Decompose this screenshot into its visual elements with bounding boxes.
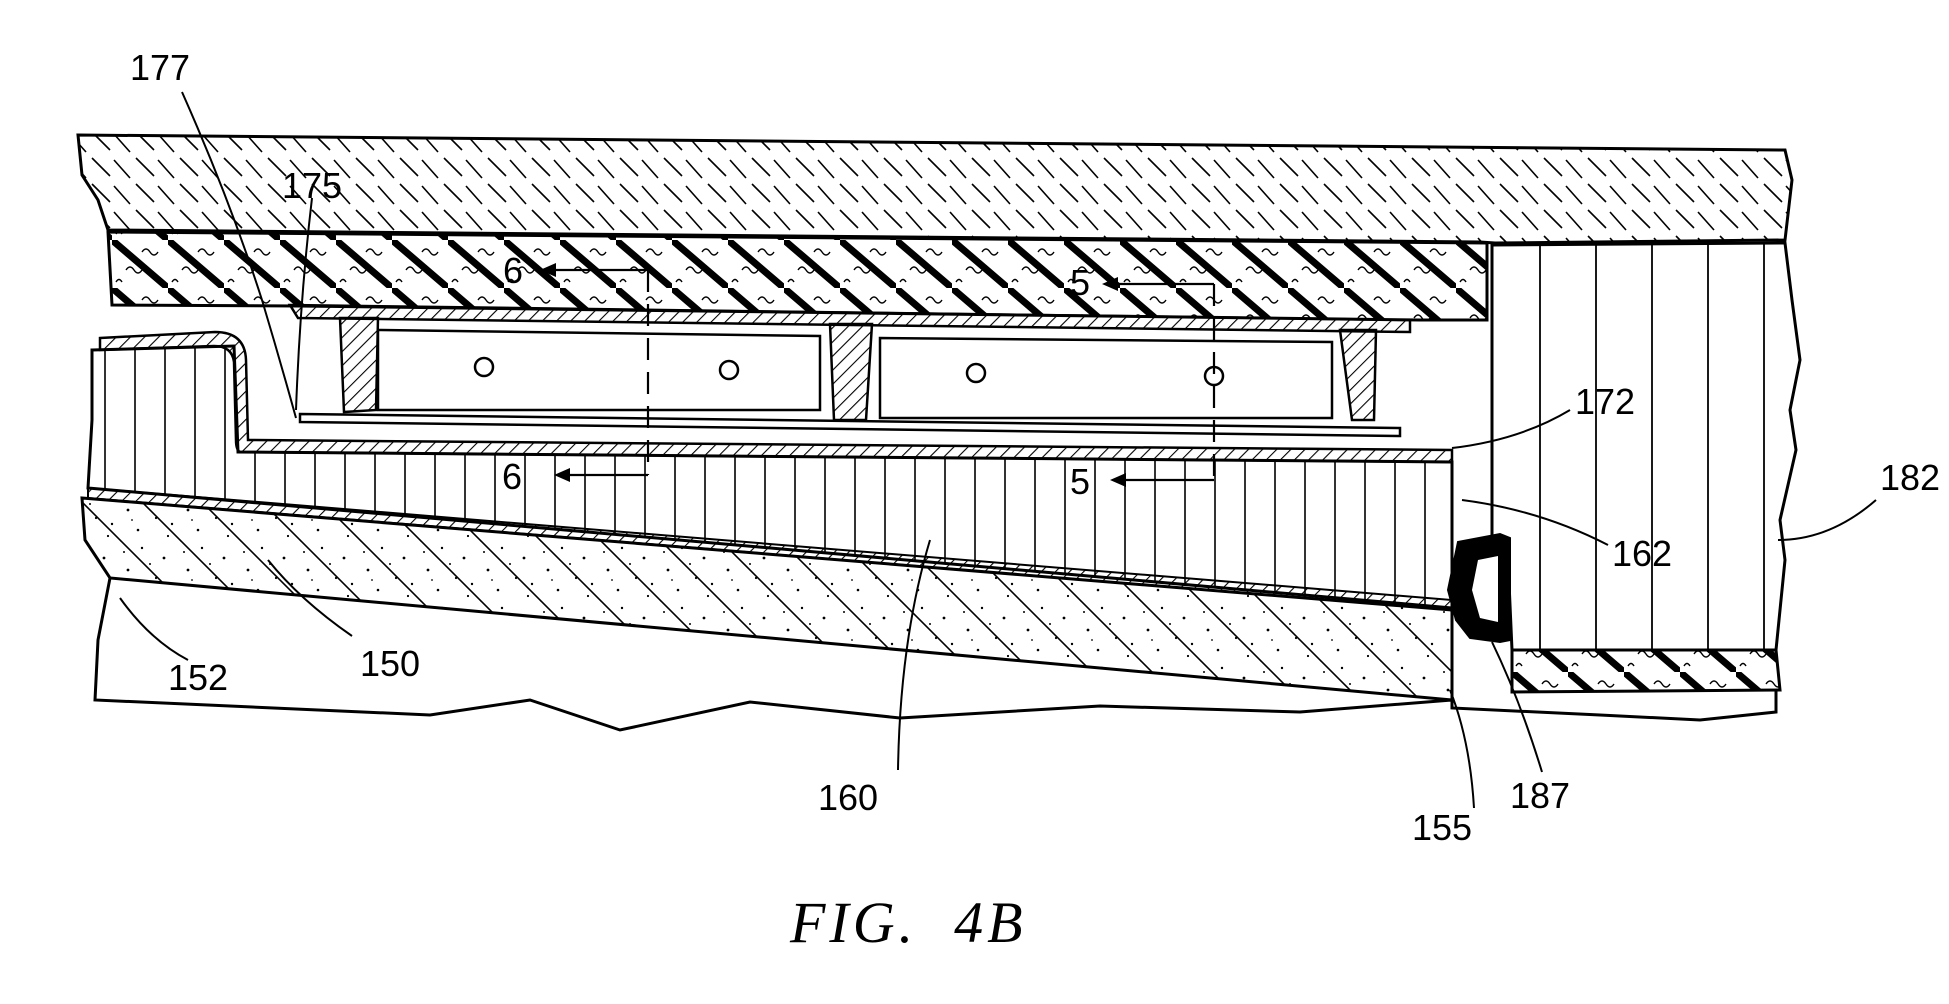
label-172: 172 xyxy=(1575,381,1635,422)
insulation-layer xyxy=(106,230,1489,322)
leader-152 xyxy=(119,597,189,661)
substrate-160 xyxy=(86,344,1454,610)
hole xyxy=(965,362,987,384)
section-mark-6-top: 6 xyxy=(503,250,523,291)
label-155: 155 xyxy=(1412,807,1472,848)
seal-187-inner xyxy=(1472,556,1498,622)
leader-182 xyxy=(1777,499,1877,541)
leader-lines xyxy=(119,91,1877,809)
break-line xyxy=(93,577,1778,732)
concrete-base-150 xyxy=(80,496,1454,702)
leader-160 xyxy=(897,539,931,771)
label-175: 175 xyxy=(282,165,342,206)
frame-member xyxy=(287,303,1412,438)
hole xyxy=(473,356,495,378)
leader-172 xyxy=(1451,409,1571,449)
leader-162 xyxy=(1461,499,1609,546)
section-mark-6-bottom: 6 xyxy=(502,456,522,497)
flashing-member-177 xyxy=(98,330,1454,464)
leader-175 xyxy=(295,197,313,411)
label-182: 182 xyxy=(1880,457,1940,498)
hole xyxy=(718,359,740,381)
label-177: 177 xyxy=(130,47,190,88)
section-mark-5-top: 5 xyxy=(1070,262,1090,303)
right-panel-insulation-strip xyxy=(1510,648,1782,694)
label-150: 150 xyxy=(360,643,420,684)
leader-155 xyxy=(1449,689,1475,809)
section-line-5 xyxy=(1102,277,1216,487)
label-152: 152 xyxy=(168,657,228,698)
label-160: 160 xyxy=(818,777,878,818)
label-162: 162 xyxy=(1612,533,1672,574)
leader-150 xyxy=(267,559,353,637)
leader-177 xyxy=(181,91,297,419)
figure-caption: FIG. 4B xyxy=(789,890,1027,955)
section-mark-5-bottom: 5 xyxy=(1070,461,1090,502)
leader-187 xyxy=(1491,641,1543,773)
section-line-6 xyxy=(540,263,650,482)
label-187: 187 xyxy=(1510,775,1570,816)
right-panel xyxy=(1490,241,1802,652)
